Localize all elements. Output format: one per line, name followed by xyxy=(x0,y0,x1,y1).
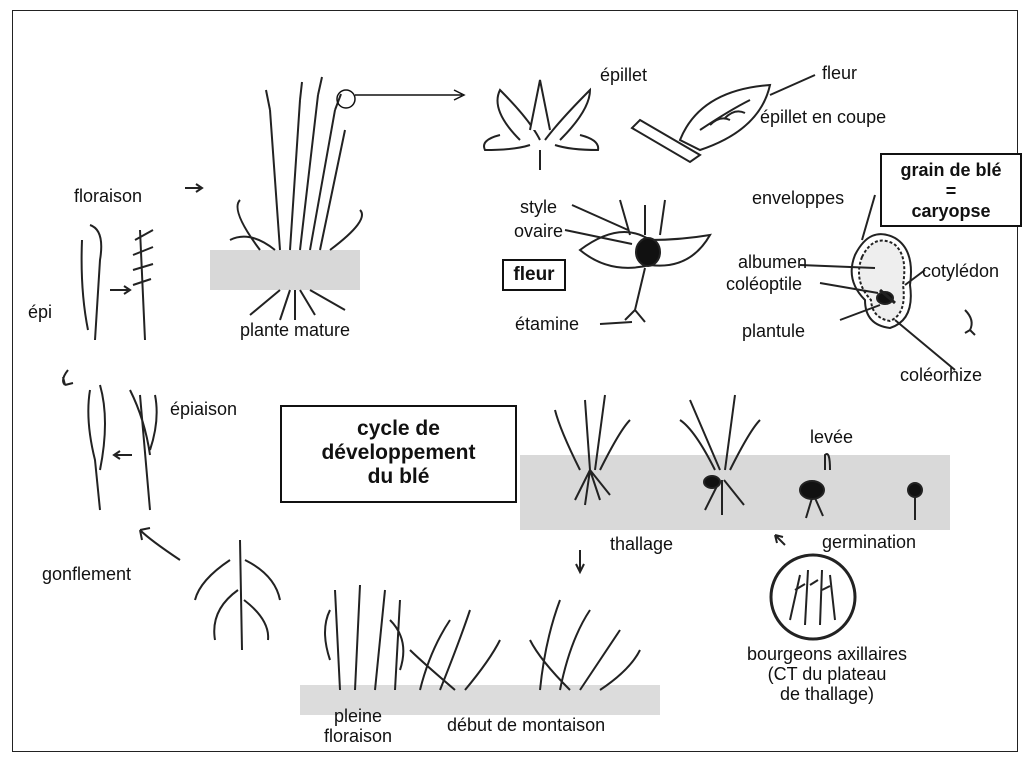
label-fleur-top: fleur xyxy=(822,64,857,84)
label-epillet-coupe: épillet en coupe xyxy=(760,108,886,128)
label-debut-montaison: début de montaison xyxy=(447,716,605,736)
label-style: style xyxy=(520,198,557,218)
label-etamine: étamine xyxy=(515,315,579,335)
label-gonflement: gonflement xyxy=(42,565,131,585)
grain-title-line3: caryopse xyxy=(882,201,1020,222)
label-bourgeons-3: de thallage) xyxy=(712,685,942,705)
spikelet-drawing xyxy=(484,80,598,170)
grain-title-line2: = xyxy=(882,181,1020,202)
cycle-title-line3: du blé xyxy=(282,465,515,489)
label-germination: germination xyxy=(822,533,916,553)
label-bourgeons: bourgeons axillaires (CT du plateau de t… xyxy=(712,645,942,704)
label-enveloppes: enveloppes xyxy=(752,189,844,209)
label-bourgeons-2: (CT du plateau xyxy=(712,665,942,685)
label-bourgeons-1: bourgeons axillaires xyxy=(712,645,942,665)
label-levee: levée xyxy=(810,428,853,448)
label-coleoptile: coléoptile xyxy=(726,275,802,295)
flowering-ears xyxy=(82,184,202,340)
label-floraison-2: floraison xyxy=(318,727,398,747)
label-epi: épi xyxy=(28,303,52,323)
label-pleine: pleine xyxy=(318,707,398,727)
label-cotyledon: cotylédon xyxy=(922,262,999,282)
cycle-title-box: cycle de développement du blé xyxy=(280,405,517,503)
ground-mature xyxy=(210,250,360,290)
label-pleine-floraison: pleine floraison xyxy=(318,707,398,747)
grain-title-line1: grain de blé xyxy=(882,160,1020,181)
label-epillet: épillet xyxy=(600,66,647,86)
stem-elongation-plants xyxy=(325,550,640,690)
cycle-title-line1: cycle de xyxy=(282,417,515,441)
label-albumen: albumen xyxy=(738,253,807,273)
heading-plants xyxy=(63,370,157,510)
label-ovaire: ovaire xyxy=(514,222,563,242)
label-thallage: thallage xyxy=(610,535,673,555)
grain-title-box: grain de blé = caryopse xyxy=(880,153,1022,227)
flower-drawing xyxy=(565,200,710,324)
label-fleur-box: fleur xyxy=(502,259,566,291)
axillary-buds-circle xyxy=(771,555,855,639)
label-floraison: floraison xyxy=(74,187,142,207)
swelling-plant xyxy=(140,528,280,650)
label-coleorhize: coléorhize xyxy=(900,366,982,386)
label-epiaison: épiaison xyxy=(170,400,237,420)
label-plante-mature: plante mature xyxy=(240,321,350,341)
label-plantule: plantule xyxy=(742,322,805,342)
cycle-title-line2: développement xyxy=(282,441,515,465)
